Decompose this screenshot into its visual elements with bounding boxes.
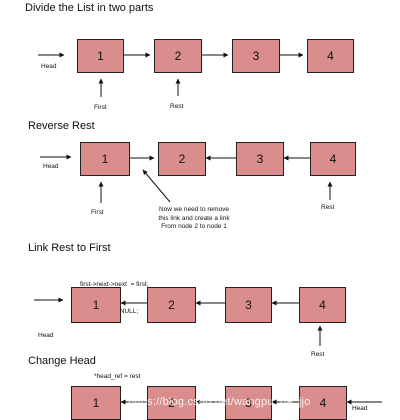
node-value: 4 [327, 49, 334, 63]
list-node-1: 1 [71, 287, 121, 323]
list-node-4: 4 [299, 386, 347, 420]
list-node-1: 1 [77, 39, 124, 73]
note-line: Now we need to remove [158, 206, 230, 213]
head-label: Head [43, 163, 59, 170]
node-value: 2 [168, 298, 175, 312]
reverse-note: Now we need to remove this link and crea… [140, 206, 248, 232]
node-value: 3 [245, 396, 252, 410]
section-title-link: Link Rest to First [28, 242, 111, 254]
node-value: 3 [245, 298, 252, 312]
list-node-4: 4 [307, 39, 354, 73]
head-label: Head [41, 63, 57, 70]
list-node-3: 3 [232, 39, 280, 73]
node-value: 3 [252, 49, 260, 63]
node-value: 3 [256, 152, 264, 166]
code-line: first->next->next = first; [80, 281, 149, 288]
head-label: Head [38, 332, 54, 339]
section-title-reverse: Reverse Rest [28, 120, 95, 132]
list-node-3: 3 [236, 142, 284, 176]
node-value: 1 [97, 49, 104, 63]
list-node-2: 2 [147, 386, 196, 420]
list-node-3: 3 [225, 386, 272, 420]
node-value: 4 [329, 152, 337, 166]
node-value: 1 [92, 396, 100, 410]
list-node-2: 2 [154, 39, 202, 73]
rest-label: Rest [170, 103, 184, 110]
list-node-4: 4 [310, 142, 356, 176]
first-label: First [94, 104, 107, 111]
node-value: 2 [178, 152, 186, 166]
rest-label: Rest [311, 351, 325, 358]
node-value: 2 [174, 49, 182, 63]
note-pointer-arrow [142, 169, 171, 203]
note-line: this link and create a link [158, 214, 230, 222]
section-title-divide: Divide the List in two parts [25, 2, 154, 14]
first-label: First [91, 209, 104, 216]
node-value: 4 [319, 396, 327, 410]
section-title-change: Change Head [28, 355, 96, 367]
change-code: *head_ref = rest [94, 373, 141, 380]
node-value: 1 [92, 298, 100, 312]
node-value: 2 [168, 396, 175, 410]
list-node-1: 1 [80, 142, 130, 176]
list-node-4: 4 [299, 287, 346, 323]
rest-label: Rest [321, 204, 335, 211]
node-value: 4 [319, 298, 326, 312]
watermark: https://blog.csdn.net/wangpu_ba_jjo [128, 396, 311, 408]
list-node-1: 1 [71, 386, 121, 420]
list-node-2: 2 [158, 142, 206, 176]
list-node-3: 3 [225, 287, 272, 323]
list-node-2: 2 [147, 287, 196, 323]
node-value: 1 [101, 152, 109, 166]
note-line: From node 2 to node 1 [161, 223, 227, 230]
head-label: Head [352, 405, 368, 412]
